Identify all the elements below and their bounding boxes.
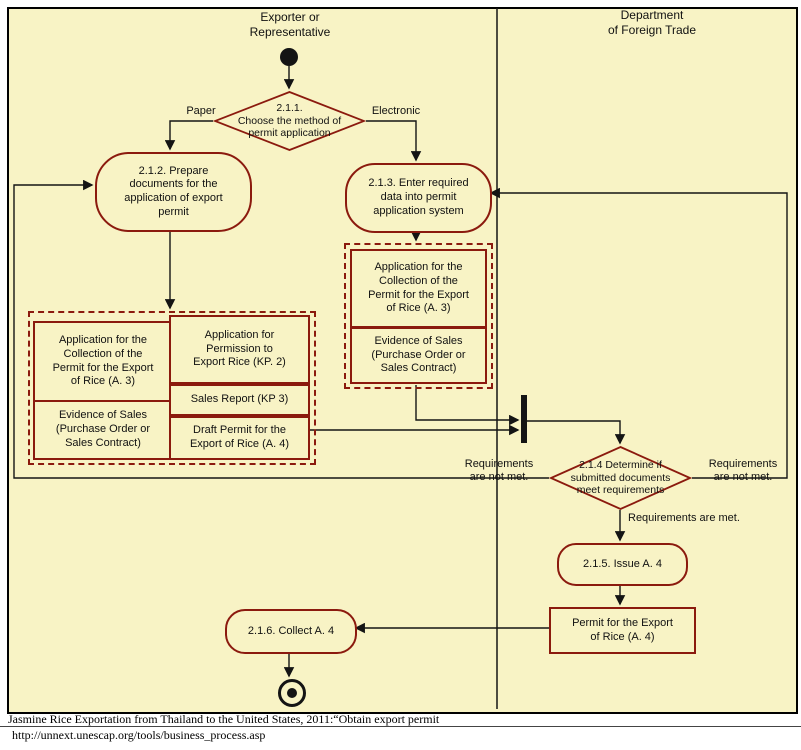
decision-2-1-1: 2.1.1. Choose the method of permit appli…: [213, 91, 366, 151]
edge-not-met-to-2-1-2: [13, 179, 549, 479]
activity-2-1-6: 2.1.6. Collect A. 4: [225, 609, 357, 654]
activity-2-1-5: 2.1.5. Issue A. 4: [557, 543, 688, 586]
doc-application-a3-paper: Application for the Collection of the Pe…: [33, 321, 173, 402]
edge-label-paper: Paper: [186, 105, 216, 117]
synchronization-bar: [521, 395, 527, 443]
electronic-documents-group: [344, 243, 493, 389]
end-node-core: [287, 688, 297, 698]
diamond-shape: [213, 91, 366, 151]
doc-draft-permit-a4: Draft Permit for the Export of Rice (A. …: [169, 416, 310, 460]
end-node: [278, 679, 306, 707]
doc-permit-a4: Permit for the Export of Rice (A. 4): [549, 607, 696, 654]
edge-electronic-docs-to-join: [415, 385, 520, 426]
doc-evidence-of-sales-paper: Evidence of Sales (Purchase Order or Sal…: [33, 400, 173, 460]
lane-header-foreign-trade: Department of Foreign Trade: [607, 8, 697, 37]
doc-application-kp2: Application for Permission to Export Ric…: [169, 315, 310, 384]
decision-2-1-1-label: 2.1.1. Choose the method of permit appli…: [237, 102, 342, 140]
edge-label-req-not-met-left: Requirements are not met.: [464, 458, 534, 484]
footer-caption: Jasmine Rice Exportation from Thailand t…: [8, 712, 440, 726]
paper-documents-group: [28, 311, 316, 465]
lane-header-exporter: Exporter or Representative: [249, 10, 331, 39]
edge-label-req-met: Requirements are met.: [628, 512, 740, 524]
edge-not-met-to-2-1-3: [489, 187, 788, 479]
edge-electronic-branch: [366, 120, 422, 162]
edge-join-to-2-1-4: [527, 420, 626, 445]
activity-2-1-2: 2.1.2. Prepare documents for the applica…: [95, 152, 252, 232]
footer-url: http://unnext.unescap.org/tools/business…: [12, 728, 266, 742]
doc-sales-report-kp3: Sales Report (KP 3): [169, 384, 310, 416]
edge-label-req-not-met-right: Requirements are not met.: [708, 458, 778, 484]
edge-label-electronic: Electronic: [371, 105, 421, 117]
decision-2-1-4: 2.1.4 Determine if submitted documents m…: [549, 446, 692, 510]
diamond-shape: [549, 446, 692, 510]
doc-application-a3-electronic: Application for the Collection of the Pe…: [350, 249, 487, 328]
decision-2-1-4-label: 2.1.4 Determine if submitted documents m…: [570, 459, 671, 497]
start-node: [280, 48, 298, 66]
activity-2-1-3: 2.1.3. Enter required data into permit a…: [345, 163, 492, 233]
doc-evidence-of-sales-electronic: Evidence of Sales (Purchase Order or Sal…: [350, 327, 487, 384]
edge-paper-branch: [164, 120, 213, 151]
footer-divider: [0, 726, 801, 727]
